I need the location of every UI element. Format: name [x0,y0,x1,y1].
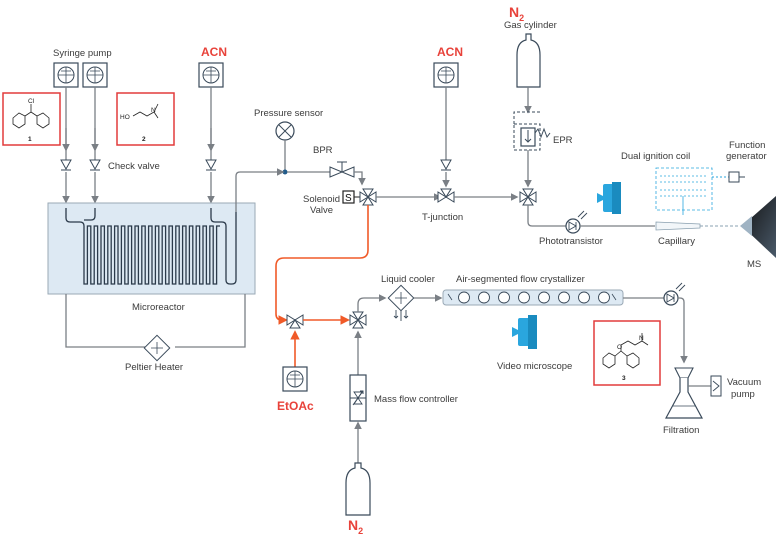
solenoid-valve: S [342,188,377,206]
bpr-label: BPR [313,145,333,156]
pressure-sensor [275,121,295,175]
compound-3-box: O N 3 [593,320,661,386]
video-microscope [512,315,537,349]
syringe-pump-label: Syringe pump [53,48,112,59]
phototransistor-top [565,210,655,234]
crystallizer-label: Air-segmented flow crystallizer [456,274,585,285]
check-valve-label: Check valve [108,161,160,172]
filtration-flask [664,367,716,419]
compound-1-cl-label: Cl [28,98,35,105]
function-generator-label-1: Function [729,140,765,151]
compound-3-number: 3 [622,375,626,382]
liquid-cooler [387,284,443,321]
syringe-pump-2 [82,62,108,88]
etoac-pump [282,366,308,392]
liquid-cooler-label: Liquid cooler [381,274,435,285]
mass-flow-controller [349,374,367,467]
epr-label: EPR [553,135,573,146]
air-mixer [349,294,387,375]
video-microscope-label: Video microscope [497,361,572,372]
mass-spectrometer-inlet [740,196,776,258]
function-generator-label-2: generator [726,151,767,162]
bpr-valve [329,161,355,178]
gas-cylinder-label: Gas cylinder [504,20,557,31]
microreactor [47,202,256,295]
n2-top-label: N2 [509,4,524,23]
dual-ignition-coil-label: Dual ignition coil [621,151,690,162]
acn-pump-left [198,62,224,88]
peltier-heater [65,294,246,362]
etoac-label: EtOAc [277,399,314,413]
vacuum-pump-label-2: pump [731,389,755,400]
syringe-pump-1 [53,62,79,88]
phototransistor-label: Phototransistor [539,236,603,247]
mass-flow-controller-label: Mass flow controller [374,394,458,405]
compound-3-n-label: N [639,335,644,342]
gas-cylinder-bottom [345,462,371,516]
n2-bottom-label: N2 [348,517,363,536]
acn-pump-mid [433,62,459,188]
vacuum-pump [710,375,722,397]
solenoid-s-letter: S [345,193,352,204]
compound-2-ho-label: HO [120,114,130,121]
dual-ignition-coil [655,167,745,215]
epr-regulator [513,111,551,188]
check-valve-icons [60,159,217,171]
vacuum-pump-label-1: Vacuum [727,377,761,388]
acn-label-left: ACN [201,45,227,59]
etoac-mixer [286,314,350,367]
t-junction-label: T-junction [422,212,463,223]
pressure-sensor-label: Pressure sensor [254,108,323,119]
segmented-flow-crystallizer [442,289,664,306]
solenoid-valve-label-2: Valve [310,205,333,216]
microreactor-label: Microreactor [132,302,185,313]
solenoid-valve-label-1: Solenoid [303,194,340,205]
compound-1-number: 1 [28,136,32,143]
capillary-label: Capillary [658,236,695,247]
capillary [655,221,740,231]
peltier-heater-label: Peltier Heater [125,362,183,373]
compound-2-number: 2 [142,136,146,143]
bpr-to-solenoid-line [354,171,366,186]
compound-3-o-label: O [617,344,622,351]
t-junction [437,188,455,203]
feed-lines [62,87,215,204]
compound-2-n-label: N [151,107,156,114]
gas-cylinder-top [516,33,541,114]
compound-2-box: HO N 2 [116,92,175,146]
acn-label-mid: ACN [437,45,463,59]
compound-1-box: Cl 1 [2,92,61,146]
sample-line-to-quench [275,205,369,325]
phototransistor-bottom [663,282,688,364]
filtration-label: Filtration [663,425,699,436]
ms-label: MS [747,259,761,270]
ms-mixing-tee [519,188,566,227]
main-outlet-line [235,168,330,212]
camera-top [597,182,621,214]
